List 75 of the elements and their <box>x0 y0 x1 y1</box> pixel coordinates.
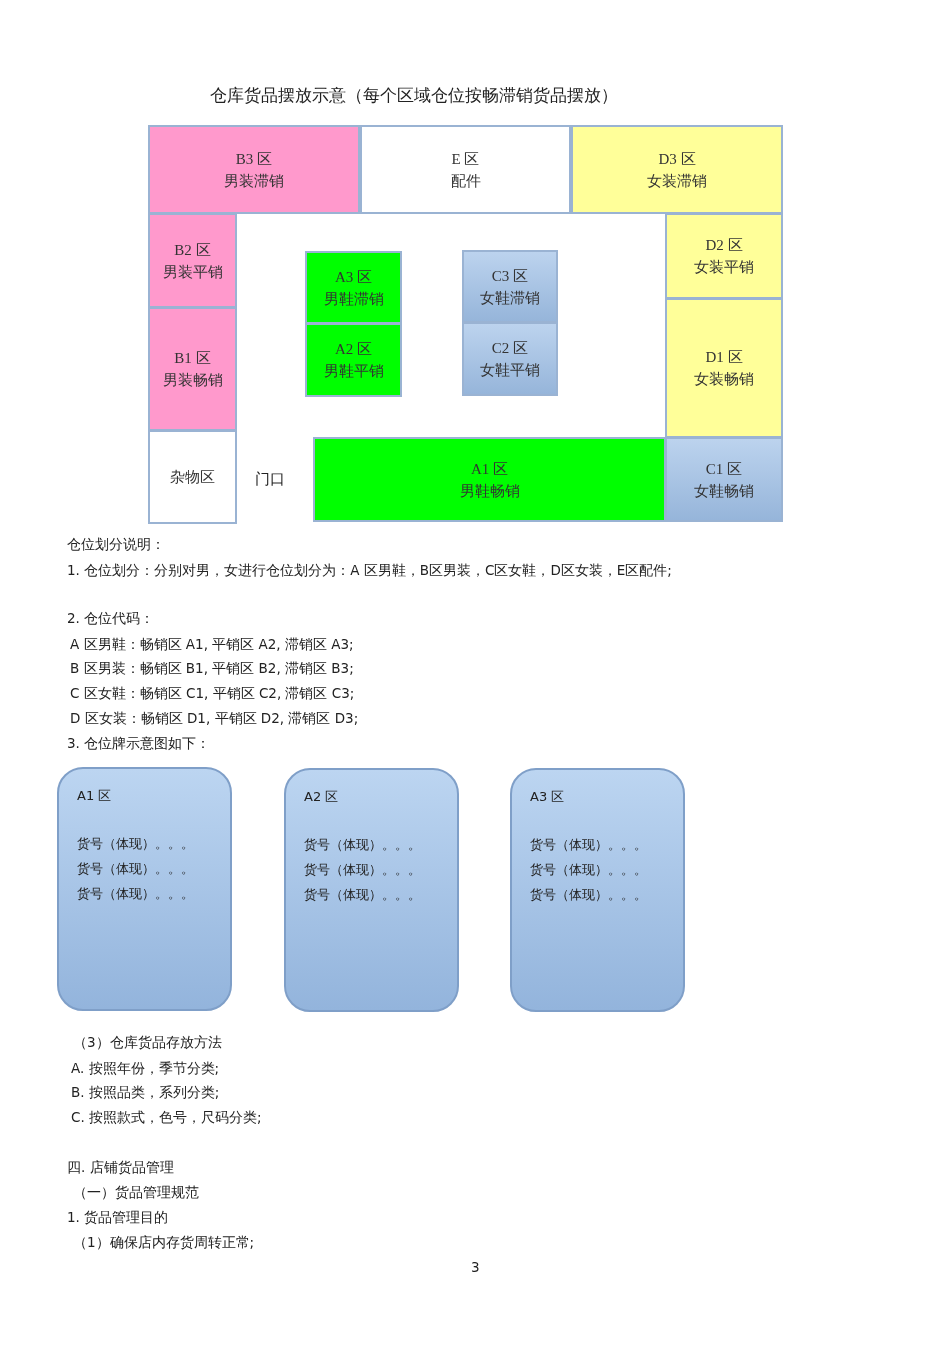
section-heading: （一）货品管理规范 <box>73 1184 199 1202</box>
zone-name: 女鞋平销 <box>480 361 540 380</box>
zone-block <box>148 307 237 431</box>
zone-name: 男装畅销 <box>162 371 223 390</box>
zone-block <box>148 430 237 524</box>
list-item: A. 按照年份，季节分类; <box>71 1060 220 1078</box>
section-heading: 2. 仓位代码： <box>67 610 155 628</box>
zone-block <box>665 213 783 299</box>
code-line: C 区女鞋：畅销区 C1, 平销区 C2, 滞销区 C3; <box>70 685 355 703</box>
zone-block <box>462 250 558 323</box>
section-heading: 四. 店铺货品管理 <box>67 1159 174 1177</box>
zone-block <box>665 298 783 438</box>
zone-code: A1 区 <box>470 459 509 479</box>
zone-code: C3 区 <box>491 266 529 286</box>
zone-block <box>313 437 666 522</box>
code-line: D 区女装：畅销区 D1, 平销区 D2, 滞销区 D3; <box>70 710 359 728</box>
zone-block <box>571 125 783 214</box>
zone-code: E 区 <box>451 149 480 169</box>
list-item: B. 按照品类，系列分类; <box>71 1084 220 1102</box>
zone-code: C1 区 <box>705 459 743 479</box>
zone-name: 配件 <box>450 171 481 191</box>
list-item: （1）确保店内存货周转正常; <box>73 1234 255 1252</box>
zone-block <box>305 251 402 324</box>
zone-code: C2 区 <box>491 339 529 358</box>
zone-block <box>360 125 571 214</box>
section-heading: 3. 仓位牌示意图如下： <box>67 735 211 753</box>
zone-code: B1 区 <box>174 349 211 368</box>
section-heading: 1. 货品管理目的 <box>67 1209 169 1227</box>
card-line: 货号（体现）。。。 <box>77 835 194 853</box>
zone-name: 女鞋滞销 <box>480 288 540 308</box>
zone-block <box>665 437 783 522</box>
sign-card <box>284 768 459 1012</box>
sign-card <box>510 768 685 1012</box>
zone-name: 男装平销 <box>162 262 223 282</box>
card-line: 货号（体现）。。。 <box>530 861 647 879</box>
section-heading: 仓位划分说明： <box>67 536 165 554</box>
zone-block <box>148 125 360 214</box>
zone-name: 男鞋滞销 <box>323 289 384 309</box>
code-line: B 区男装：畅销区 B1, 平销区 B2, 滞销区 B3; <box>70 660 354 678</box>
card-line: 货号（体现）。。。 <box>530 836 647 854</box>
zone-name: 男鞋畅销 <box>459 481 520 501</box>
zone-code: D2 区 <box>705 236 743 255</box>
zone-name: 女装畅销 <box>694 370 754 389</box>
card-line: 货号（体现）。。。 <box>304 886 421 904</box>
zone-code: B2 区 <box>174 240 211 260</box>
zone-block <box>462 322 558 396</box>
card-line: 货号（体现）。。。 <box>77 885 194 903</box>
zone-code: A3 区 <box>334 267 373 287</box>
title: 仓库货品摆放示意（每个区域仓位按畅滞销货品摆放） <box>210 84 618 107</box>
zone-code: D3 区 <box>658 149 696 169</box>
card-line: 货号（体现）。。。 <box>304 836 421 854</box>
zone-name: 女装滞销 <box>647 171 707 191</box>
zone-name: 男鞋平销 <box>323 362 384 381</box>
card-title: A3 区 <box>530 788 565 806</box>
zone-code: B3 区 <box>235 149 273 169</box>
section-heading: （3）仓库货品存放方法 <box>73 1034 222 1052</box>
zone-block <box>305 323 402 397</box>
paragraph: 1. 仓位划分：分别对男，女进行仓位划分为：A 区男鞋，B区男装，C区女鞋，D区女装，E区配件; <box>67 562 672 580</box>
sign-card <box>57 767 232 1011</box>
page-number: 3 <box>471 1259 480 1275</box>
zone-name: 女装平销 <box>694 258 754 277</box>
card-title: A2 区 <box>304 788 339 806</box>
list-item: C. 按照款式，色号，尺码分类; <box>71 1109 262 1127</box>
card-line: 货号（体现）。。。 <box>77 860 194 878</box>
card-title: A1 区 <box>77 787 112 805</box>
zone-code: 杂物区 <box>170 468 215 487</box>
zone-code: D1 区 <box>705 348 743 367</box>
zone-name: 男装滞销 <box>224 171 284 191</box>
door-label: 门口 <box>255 470 285 489</box>
card-line: 货号（体现）。。。 <box>304 861 421 879</box>
code-line: A 区男鞋：畅销区 A1, 平销区 A2, 滞销区 A3; <box>70 636 354 654</box>
zone-block <box>148 213 237 308</box>
zone-name: 女鞋畅销 <box>694 481 754 501</box>
card-line: 货号（体现）。。。 <box>530 886 647 904</box>
zone-code: A2 区 <box>334 340 373 359</box>
